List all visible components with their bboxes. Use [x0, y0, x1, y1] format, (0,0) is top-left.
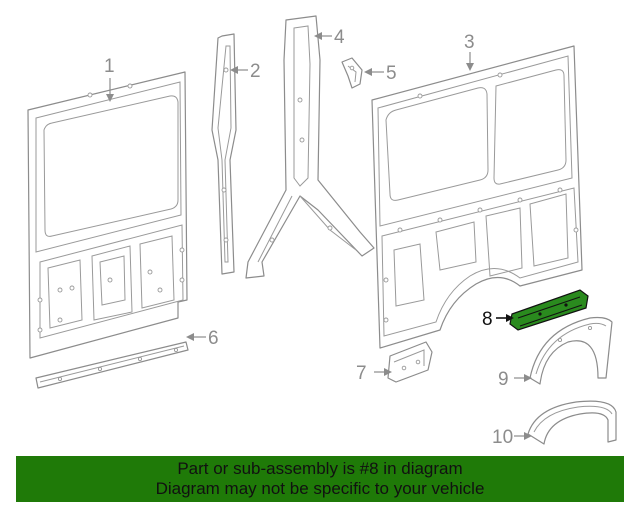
leader-1-arrow — [106, 94, 114, 102]
part-1-left-side-panel — [27, 71, 188, 359]
leader-10-arrow — [524, 432, 532, 440]
leader-4-arrow — [314, 32, 322, 40]
callout-2: 2 — [250, 61, 261, 82]
callout-5: 5 — [386, 63, 397, 84]
callout-7: 7 — [356, 363, 367, 384]
part-7-reinforcement — [387, 341, 433, 383]
leader-6-arrow — [186, 333, 194, 341]
part-3-right-side-panel — [371, 45, 583, 349]
info-banner: Part or sub-assembly is #8 in diagram Di… — [16, 456, 624, 502]
callout-9: 9 — [498, 369, 509, 390]
callout-6: 6 — [208, 328, 219, 349]
part-5-bracket — [341, 57, 363, 89]
part-4-center-pillar — [245, 15, 375, 279]
part-9-inner-wheelhouse — [529, 316, 613, 385]
part-10-wheel-flare — [527, 400, 617, 445]
leader-5-arrow — [364, 68, 372, 76]
part-6-rocker-strip — [35, 341, 189, 389]
leader-2-arrow — [230, 66, 238, 74]
leader-9-arrow — [524, 374, 532, 382]
callout-10: 10 — [492, 427, 513, 448]
leader-3-arrow — [466, 63, 474, 71]
part-2-pillar-reinforcement — [211, 33, 237, 275]
leader-8-arrow — [506, 314, 514, 322]
parts-diagram: 1 2 4 5 — [27, 15, 617, 448]
banner-line-2: Diagram may not be specific to your vehi… — [155, 479, 485, 498]
callout-3: 3 — [464, 32, 475, 53]
callout-1: 1 — [104, 56, 115, 77]
callout-8: 8 — [482, 309, 493, 330]
leader-7-arrow — [384, 368, 392, 376]
banner-line-1: Part or sub-assembly is #8 in diagram — [177, 459, 463, 478]
part-8-highlighted-reinforcement — [509, 289, 589, 331]
callout-4: 4 — [334, 27, 345, 48]
